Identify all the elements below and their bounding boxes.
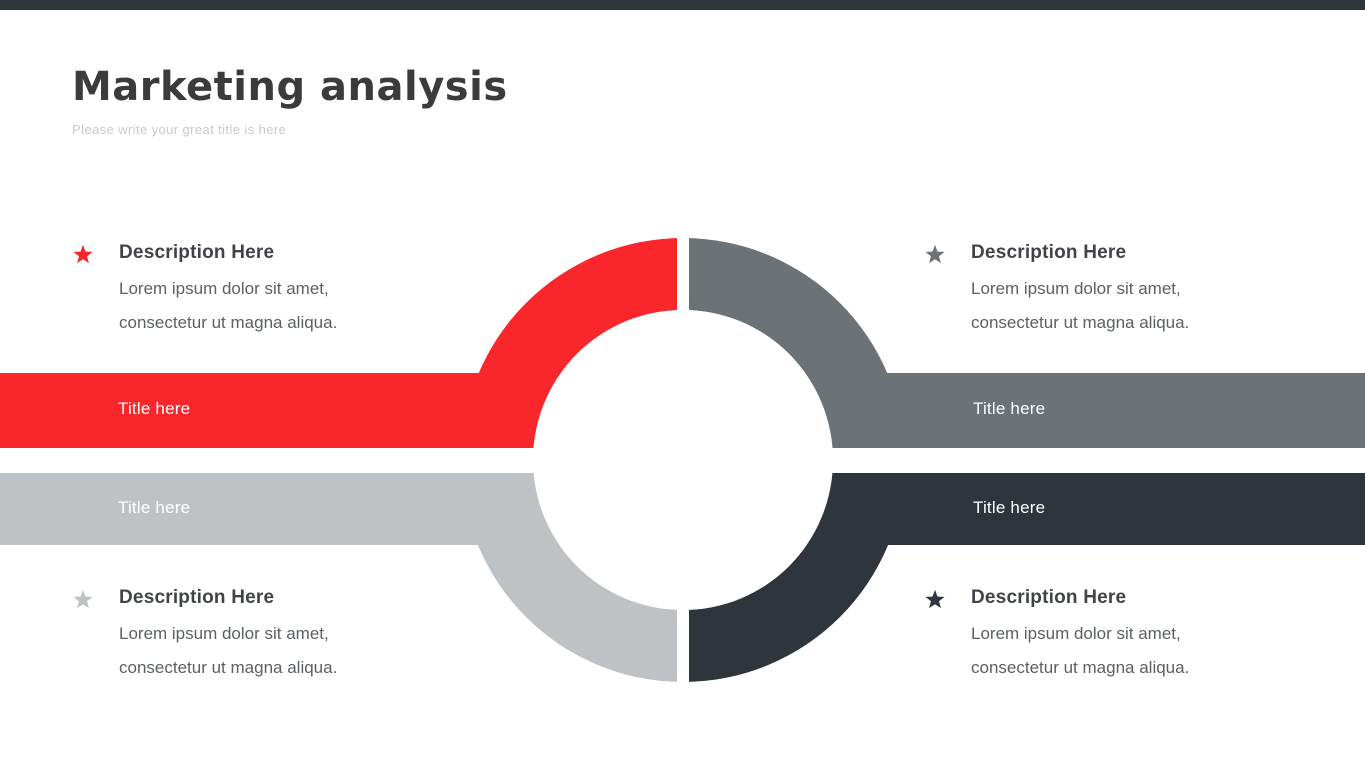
description-block-bottom-left: Description Here Lorem ipsum dolor sit a…: [72, 587, 422, 685]
description-line: consectetur ut magna aliqua.: [119, 313, 338, 332]
star-icon: [925, 589, 945, 609]
bar-label-bottom-right: Title here: [973, 498, 1046, 517]
bar-label-bottom-left: Title here: [118, 498, 191, 517]
ring-inner-circle: [533, 310, 833, 610]
star-icon: [73, 589, 93, 609]
description-line: Lorem ipsum dolor sit amet,: [971, 624, 1181, 643]
star-icon: [924, 587, 971, 685]
header: Marketing analysis Please write your gre…: [72, 62, 508, 137]
description-heading: Description Here: [971, 587, 1127, 608]
description-line: Lorem ipsum dolor sit amet,: [971, 279, 1181, 298]
bar-label-top-left: Title here: [118, 399, 191, 418]
page-title: Marketing analysis: [72, 64, 508, 110]
description-text: Description Here Lorem ipsum dolor sit a…: [971, 242, 1274, 340]
bar-label-top-right: Title here: [973, 399, 1046, 418]
description-line: consectetur ut magna aliqua.: [971, 658, 1190, 677]
description-block-bottom-right: Description Here Lorem ipsum dolor sit a…: [924, 587, 1274, 685]
description-line: consectetur ut magna aliqua.: [119, 658, 338, 677]
description-block-top-left: Description Here Lorem ipsum dolor sit a…: [72, 242, 422, 340]
star-icon: [72, 242, 119, 340]
page-subtitle: Please write your great title is here: [72, 122, 287, 137]
description-text: Description Here Lorem ipsum dolor sit a…: [119, 242, 422, 340]
description-line: Lorem ipsum dolor sit amet,: [119, 624, 329, 643]
description-text: Description Here Lorem ipsum dolor sit a…: [119, 587, 422, 685]
star-icon: [73, 244, 93, 264]
description-line: consectetur ut magna aliqua.: [971, 313, 1190, 332]
star-icon: [924, 242, 971, 340]
description-text: Description Here Lorem ipsum dolor sit a…: [971, 587, 1274, 685]
star-icon: [925, 244, 945, 264]
description-block-top-right: Description Here Lorem ipsum dolor sit a…: [924, 242, 1274, 340]
description-heading: Description Here: [971, 242, 1127, 263]
description-heading: Description Here: [119, 587, 275, 608]
description-heading: Description Here: [119, 242, 275, 263]
description-line: Lorem ipsum dolor sit amet,: [119, 279, 329, 298]
top-accent-bar: [0, 0, 1365, 10]
star-icon: [72, 587, 119, 685]
